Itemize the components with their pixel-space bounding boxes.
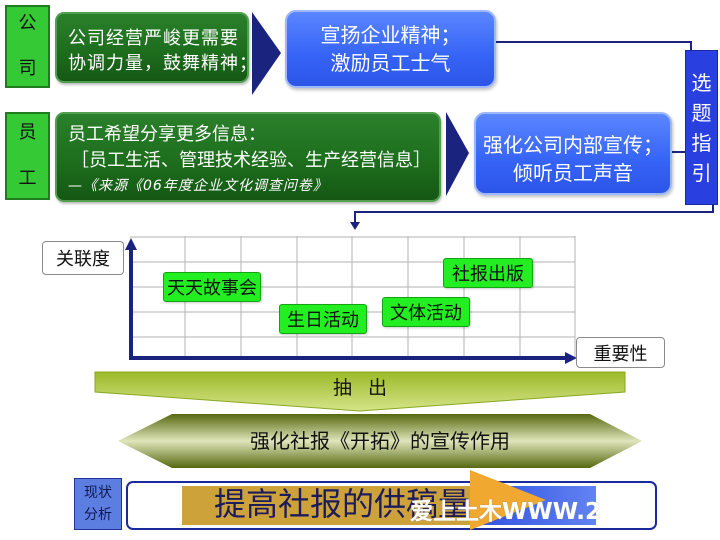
extract-arrow-label: 抽出 xyxy=(332,377,403,399)
company-flow-arrow xyxy=(252,12,281,95)
employee-situation-line: 员工希望分享更多信息： xyxy=(68,124,266,145)
company-objective-line: 宣扬企业精神； xyxy=(320,23,461,47)
employee-tag-char: 员 xyxy=(18,122,37,143)
employee-flow-arrow xyxy=(446,112,469,196)
topic-guide-bar: 选 题 指 引 xyxy=(685,50,718,205)
survey-source: —《来源《06年度企业文化调查问卷》 xyxy=(68,178,328,194)
y-axis-label: 关联度 xyxy=(42,241,124,275)
status-analysis-line: 分析 xyxy=(84,507,112,523)
topic-guide-char: 引 xyxy=(691,160,712,185)
company-situation-line: 协调力量，鼓舞精神； xyxy=(68,53,258,74)
x-axis-arrowhead xyxy=(565,352,577,364)
employee-objective-box: 强化公司内部宣传； 倾听员工声音 xyxy=(474,112,672,195)
employee-situation-line: ［员工生活、管理技术经验、生产经营信息］ xyxy=(71,150,431,171)
connector-company-to-guide xyxy=(496,41,692,50)
employee-tag: 员 工 xyxy=(5,112,50,200)
company-situation-box: 公司经营严峻更需要 协调力量，鼓舞精神； xyxy=(55,12,258,83)
focus-banner-label: 强化社报《开拓》的宣传作用 xyxy=(250,429,510,453)
company-objective-box: 宣扬企业精神； 激励员工士气 xyxy=(285,10,496,88)
topic-guide-char: 选 xyxy=(691,70,712,95)
company-tag-char: 公 xyxy=(18,13,37,34)
status-analysis-tag: 现状 分析 xyxy=(74,478,122,530)
focus-banner-shape xyxy=(118,414,642,468)
status-analysis-line: 现状 xyxy=(84,485,112,501)
connector-guide-to-matrix xyxy=(354,205,714,223)
matrix-item-story-club: 天天故事会 xyxy=(163,272,261,302)
topic-guide-char: 题 xyxy=(691,100,712,125)
x-axis-label: 重要性 xyxy=(576,337,665,368)
employee-objective-line: 倾听员工声音 xyxy=(513,160,633,185)
matrix-axes xyxy=(125,238,577,364)
matrix-item-birthday: 生日活动 xyxy=(279,304,367,334)
extract-arrow-shape xyxy=(94,371,626,412)
company-tag-char: 司 xyxy=(18,58,37,79)
matrix-item-newspaper: 社报出版 xyxy=(443,258,533,288)
employee-objective-line: 强化公司内部宣传； xyxy=(483,132,663,157)
goal-gold-bar xyxy=(182,486,472,525)
topic-guide-char: 指 xyxy=(691,130,712,155)
goal-text: 提高社报的供稿量 xyxy=(214,485,471,523)
company-situation-line: 公司经营严峻更需要 xyxy=(68,28,239,49)
company-objective-line: 激励员工士气 xyxy=(330,51,451,75)
employee-tag-char: 工 xyxy=(18,168,37,189)
connector-arrowhead xyxy=(350,222,360,230)
y-axis-arrowhead xyxy=(125,238,137,250)
watermark: 爱上土木WWW.2 xyxy=(410,499,601,525)
matrix-item-sports-culture: 文体活动 xyxy=(382,297,470,327)
goal-orange-arrow xyxy=(470,470,546,530)
company-tag: 公 司 xyxy=(5,5,50,88)
employee-situation-box: 员工希望分享更多信息： ［员工生活、管理技术经验、生产经营信息］ —《来源《06… xyxy=(55,112,441,202)
